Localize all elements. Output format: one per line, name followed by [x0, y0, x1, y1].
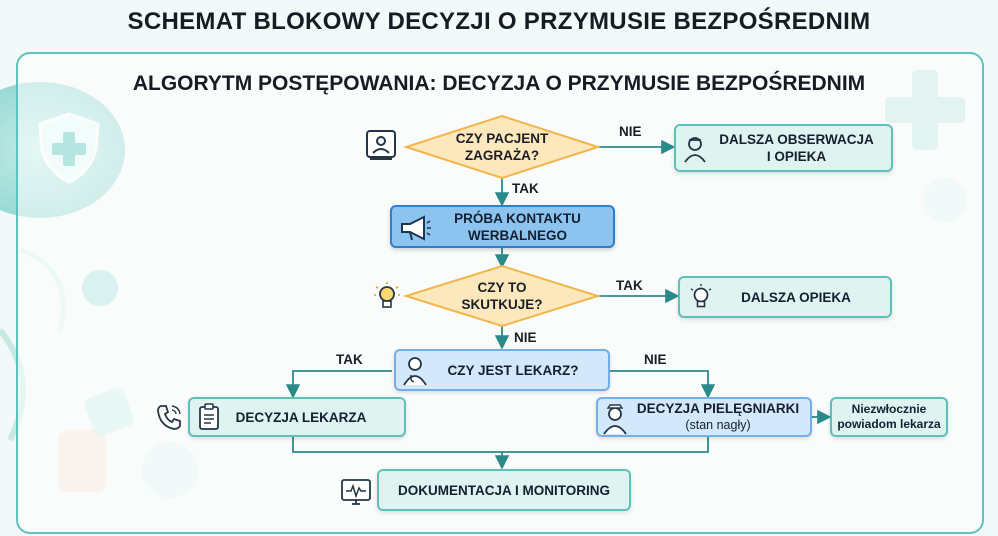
monitor-patient-icon — [366, 130, 396, 160]
verbal-line2: WERBALNEGO — [468, 227, 567, 243]
decision-1-text: CZY PACJENT ZAGRAŻA? — [432, 130, 572, 164]
node-doctor-question: CZY JEST LEKARZ? — [394, 349, 610, 391]
clipboard-icon — [199, 403, 219, 430]
node-further-care: DALSZA OPIEKA — [678, 276, 892, 318]
edge-label-d1-no: NIE — [619, 124, 642, 139]
doctor-decision-label: DECYZJA LEKARZA — [235, 409, 367, 425]
node-further-observation: DALSZA OBSERWACJA I OPIEKA — [674, 124, 893, 172]
notify-line2: powiadom lekarza — [837, 417, 941, 431]
node-verbal-contact: PRÓBA KONTAKTU WERBALNEGO — [390, 205, 615, 248]
decision-1-line1: CZY PACJENT — [455, 131, 549, 146]
node-documentation: DOKUMENTACJA I MONITORING — [377, 469, 631, 511]
doctor-question-label: CZY JEST LEKARZ? — [447, 362, 579, 378]
notify-line1: Niezwłocznie — [851, 402, 927, 416]
megaphone-icon — [401, 215, 431, 241]
doctor-icon — [403, 357, 427, 386]
edge-label-doc-no: NIE — [644, 352, 667, 367]
decision-2-line1: CZY TO — [477, 280, 527, 295]
node-doctor-decision: DECYZJA LEKARZA — [188, 397, 406, 437]
decision-2-line2: SKUTKUJE? — [461, 297, 543, 312]
node-nurse-decision: DECYZJA PIELĘGNIARKI (stan nagły) — [596, 397, 812, 437]
screen-pulse-icon — [341, 479, 371, 505]
decision-1-line2: ZAGRAŻA? — [464, 148, 540, 163]
edge-label-d2-yes: TAK — [616, 278, 643, 293]
edge-label-d2-no: NIE — [514, 330, 537, 345]
observation-line1: DALSZA OBSERWACJA — [719, 132, 874, 147]
edge-label-d1-yes: TAK — [512, 181, 539, 196]
observation-line2: I OPIEKA — [766, 149, 827, 164]
lightbulb-icon — [374, 282, 400, 308]
nurse-decision-line1: DECYZJA PIELĘGNIARKI — [636, 401, 800, 416]
nurse-icon — [684, 137, 706, 163]
edge-label-doc-yes: TAK — [336, 352, 363, 367]
decision-2-text: CZY TO SKUTKUJE? — [432, 279, 572, 313]
nurse-decision-line2: (stan nagły) — [685, 418, 751, 432]
phone-icon — [157, 405, 181, 430]
nurse-icon — [603, 404, 627, 435]
verbal-line1: PRÓBA KONTAKTU — [454, 210, 581, 226]
diagram-subtitle: ALGORYTM POSTĘPOWANIA: DECYZJA O PRZYMUS… — [132, 72, 866, 95]
lightbulb-icon — [690, 284, 712, 308]
node-notify-doctor: Niezwłocznie powiadom lekarza — [830, 397, 948, 437]
further-care-label: DALSZA OPIEKA — [741, 289, 851, 305]
page-title: SCHEMAT BLOKOWY DECYZJI O PRZYMUSIE BEZP… — [127, 8, 871, 35]
documentation-label: DOKUMENTACJA I MONITORING — [398, 482, 610, 498]
